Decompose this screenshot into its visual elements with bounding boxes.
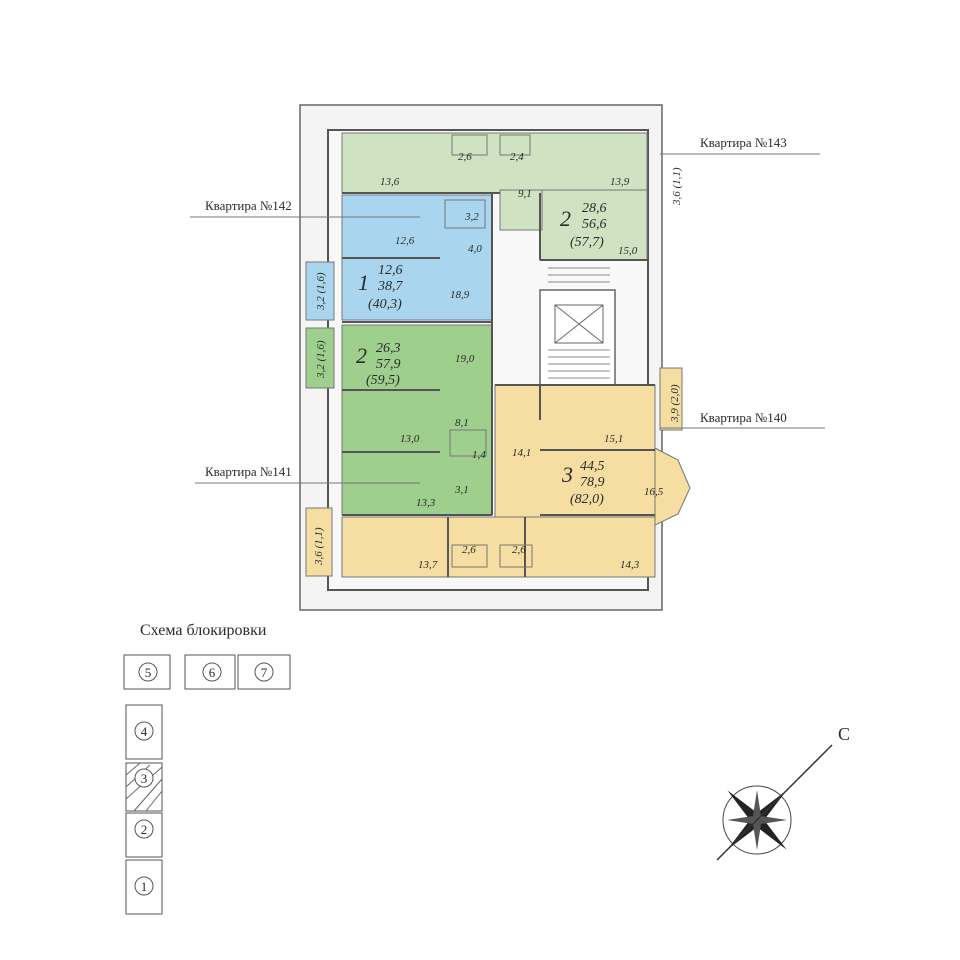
apt143-area-5: 9,1 xyxy=(518,188,532,200)
apt143-area-top xyxy=(341,132,648,194)
apt140-area-5: 2,6 xyxy=(512,544,526,556)
fixtures xyxy=(444,134,533,568)
apt140-area-6: 13,7 xyxy=(418,559,438,571)
apt141-area-4: 1,4 xyxy=(472,449,486,461)
block-7: 7 xyxy=(261,665,268,680)
apt143-total-balcony: (57,7) xyxy=(570,235,604,250)
apt142-total: 38,7 xyxy=(377,279,404,294)
compass-icon xyxy=(716,744,833,861)
apt143-total: 56,6 xyxy=(582,217,607,232)
scheme-title: Схема блокировки xyxy=(140,622,267,639)
apt141-total: 57,9 xyxy=(376,357,401,372)
apt141-label: Квартира №141 xyxy=(205,464,292,479)
apt140-rooms: 3 xyxy=(561,462,573,487)
apt140-balcony-bottom xyxy=(305,507,333,577)
apartment-140[interactable] xyxy=(305,367,691,578)
apt141-balcony: 3,2 (1,6) xyxy=(315,340,327,379)
apt140-balcony-bottom: 3,6 (1,1) xyxy=(313,527,325,566)
apt143-living: 28,6 xyxy=(582,201,607,216)
apt143-area-6: 15,0 xyxy=(618,245,638,257)
apt142-area-3: 4,0 xyxy=(468,243,482,255)
stair-core xyxy=(539,267,616,386)
apt142-area-2: 12,6 xyxy=(395,235,415,247)
apt140-area-3: 16,5 xyxy=(644,486,664,498)
apt143-area-1: 2,6 xyxy=(458,151,472,163)
apt140-total: 78,9 xyxy=(580,475,605,490)
block-2: 2 xyxy=(141,822,148,837)
apartment-143[interactable] xyxy=(341,132,648,261)
apt142-living: 12,6 xyxy=(378,263,403,278)
apt142-area-1: 3,2 xyxy=(464,211,479,223)
apt140-area-bottom xyxy=(341,516,656,578)
apt142-balcony xyxy=(305,261,335,321)
compass-north-label: С xyxy=(838,724,850,744)
apt143-area-3: 13,6 xyxy=(380,176,400,188)
apt143-label: Квартира №143 xyxy=(700,135,787,150)
apt141-total-balcony: (59,5) xyxy=(366,373,400,388)
apt143-area-2: 2,4 xyxy=(510,151,524,163)
apt143-balcony: 3,6 (1,1) xyxy=(671,167,683,206)
apt140-area-2: 15,1 xyxy=(604,433,623,445)
block-6: 6 xyxy=(209,665,216,680)
apt140-area-right xyxy=(494,384,656,521)
apt143-area-hall xyxy=(499,189,543,231)
apt143-area-4: 13,9 xyxy=(610,176,630,188)
apt142-area-4: 18,9 xyxy=(450,289,470,301)
apt141-area-6: 13,3 xyxy=(416,497,436,509)
apt140-area-7: 14,3 xyxy=(620,559,640,571)
apt141-living: 26,3 xyxy=(376,341,401,356)
apt140-balcony-top: 3,9 (2,0) xyxy=(669,384,681,423)
interior-walls xyxy=(342,192,655,577)
scheme-numbers xyxy=(134,662,274,896)
apt140-living: 44,5 xyxy=(580,459,605,474)
apt140-area-4: 2,6 xyxy=(462,544,476,556)
apt140-area-1: 14,1 xyxy=(512,447,531,459)
apt140-label: Квартира №140 xyxy=(700,410,787,425)
block-3: 3 xyxy=(141,771,148,786)
apt141-rooms: 2 xyxy=(356,343,367,368)
apt141-area-3: 13,0 xyxy=(400,433,420,445)
apt141-balcony xyxy=(305,327,335,389)
apt142-rooms: 1 xyxy=(358,270,369,295)
apt140-total-balcony: (82,0) xyxy=(570,492,604,507)
block-4: 4 xyxy=(141,724,148,739)
block-1: 1 xyxy=(141,879,148,894)
block-5: 5 xyxy=(145,665,152,680)
apt142-label: Квартира №142 xyxy=(205,198,292,213)
apt140-bay-window xyxy=(654,447,691,526)
apt141-area-1: 19,0 xyxy=(455,353,475,365)
apt141-area-2: 8,1 xyxy=(455,417,469,429)
apt142-total-balcony: (40,3) xyxy=(368,297,402,312)
apt143-rooms: 2 xyxy=(560,206,571,231)
apt143-area-right xyxy=(539,189,648,261)
apt140-balcony-top xyxy=(659,367,683,431)
apt142-balcony: 3,2 (1,6) xyxy=(315,272,327,311)
apt141-area-5: 3,1 xyxy=(454,484,469,496)
